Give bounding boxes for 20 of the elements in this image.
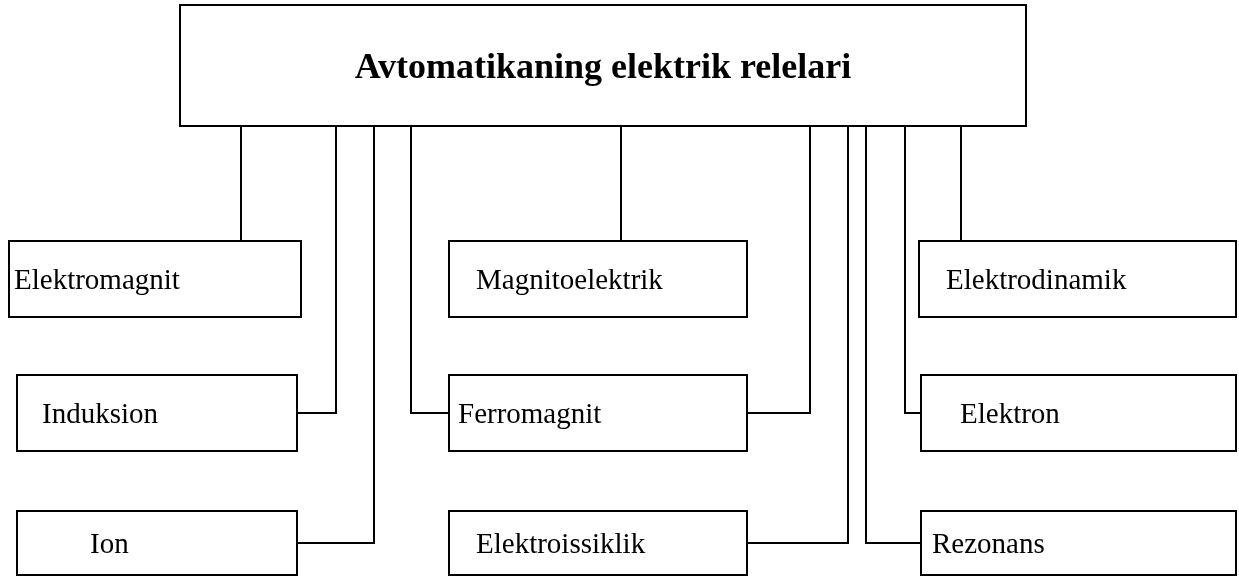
category-box: Elektron xyxy=(920,374,1237,452)
connector-line xyxy=(960,126,962,241)
title-box: Avtomatikaning elektrik relelari xyxy=(179,4,1027,127)
connector-line xyxy=(620,126,622,241)
connector-line xyxy=(297,126,375,544)
category-box: Elektrodinamik xyxy=(918,240,1237,318)
connector-line xyxy=(240,126,242,241)
category-box: Elektromagnit xyxy=(8,240,302,318)
connector-line xyxy=(865,126,921,544)
category-box: Ion xyxy=(16,510,298,576)
category-box: Elektroissiklik xyxy=(448,510,748,576)
connector-line xyxy=(904,126,921,414)
category-box: Rezonans xyxy=(920,510,1237,576)
category-box: Magnitoelektrik xyxy=(448,240,748,318)
connector-line xyxy=(747,126,849,544)
connector-line xyxy=(410,126,449,414)
category-box: Induksion xyxy=(16,374,298,452)
connector-line xyxy=(297,126,337,414)
connector-line xyxy=(747,126,811,414)
category-box: Ferromagnit xyxy=(448,374,748,452)
